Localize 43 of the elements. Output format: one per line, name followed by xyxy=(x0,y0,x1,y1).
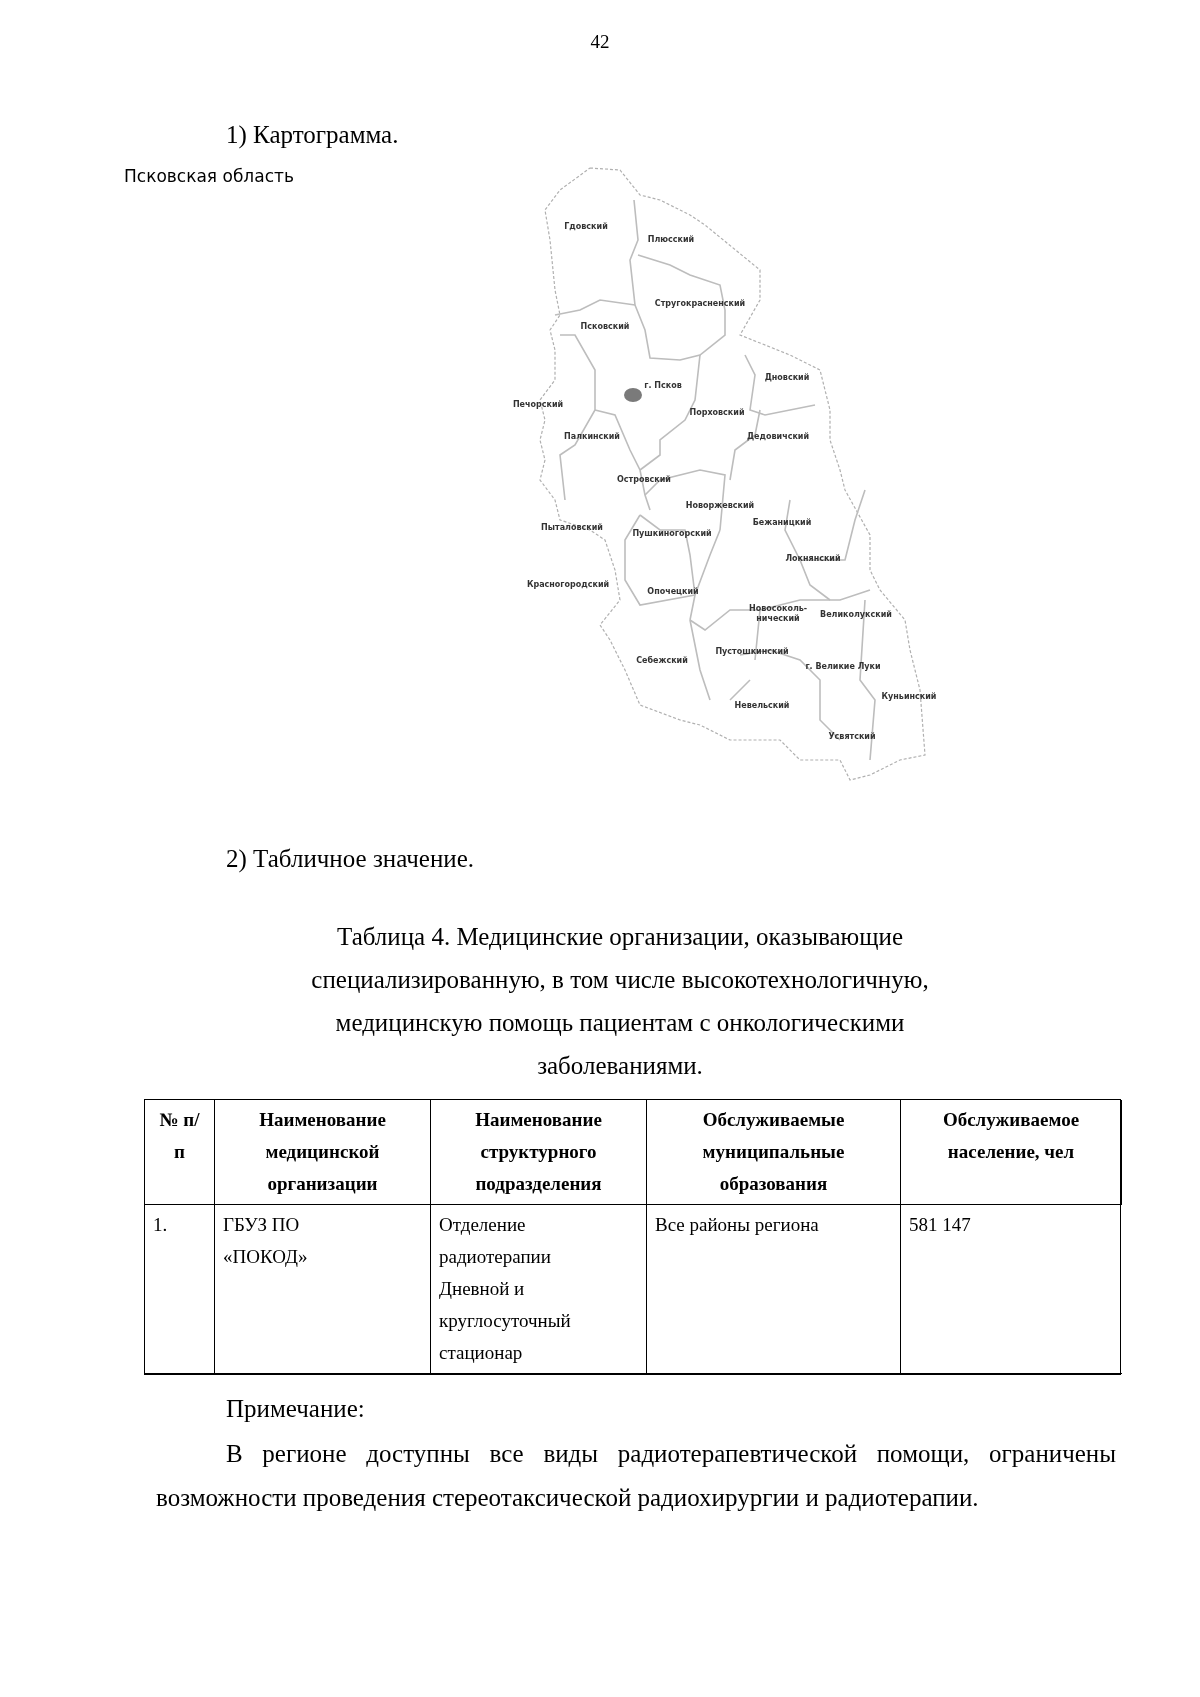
district-label: Себежский xyxy=(636,656,688,666)
district-label: Великолукский xyxy=(820,610,892,620)
district-label: Плюсский xyxy=(647,235,695,245)
district-label: Пушкиногорский xyxy=(632,529,712,539)
district-label: Куньинский xyxy=(881,692,937,702)
district-label: Пустошкинский xyxy=(715,647,789,657)
district-label: Стругокрасненский xyxy=(654,299,746,309)
district-label: г. Великие Луки xyxy=(805,662,881,672)
district-label: Пыталовский xyxy=(541,523,603,533)
section-heading: 1) Картограмма. xyxy=(226,120,399,151)
district-label: Гдовский xyxy=(564,222,608,232)
district-label: Невельский xyxy=(734,701,790,711)
column-header: Обслуживаемое население, чел xyxy=(941,1108,1081,1164)
table-cell-text: 581 147 xyxy=(909,1213,972,1237)
column-header: Наименование структурного подразделения xyxy=(474,1108,603,1196)
district-label: Усвятский xyxy=(828,732,876,742)
district-label: Печорский xyxy=(512,400,564,410)
district-label: Дновский xyxy=(764,373,810,383)
district-label: Порховский xyxy=(689,408,745,418)
table-cell-text: Все районы региона xyxy=(655,1213,820,1237)
table-cell-text: Отделение радиотерапии Дневной и круглосуточный стационар xyxy=(439,1213,572,1365)
district-label: Палкинский xyxy=(564,432,620,442)
column-header: Наименование медицинской организации xyxy=(258,1108,387,1196)
map-title: Псковская область xyxy=(124,165,294,188)
note-heading: Примечание: xyxy=(226,1394,365,1424)
table-cell-text: ГБУЗ ПО «ПОКОД» xyxy=(223,1213,309,1269)
note-paragraph: В регионе доступны все виды радиотерапевтической помощи, ограничены возможности проведения стереотаксической радиохирургии и радиотерапии. xyxy=(156,1439,1116,1513)
district-label: Дедовичский xyxy=(746,432,810,442)
district-label: Новосоколь- нический xyxy=(749,604,807,624)
district-label: Бежаницкий xyxy=(752,518,812,528)
page-number: 42 xyxy=(590,31,610,52)
district-label: г. Псков xyxy=(644,381,682,391)
district-label: Псковский xyxy=(580,322,630,332)
column-header: № п/ п xyxy=(158,1108,201,1164)
district-label: Островский xyxy=(617,475,671,485)
district-label: Новоржевский xyxy=(685,501,755,511)
table-cell-text: 1. xyxy=(153,1213,169,1237)
table-caption: Таблица 4. Медицинские организации, оказывающие специализированную, в том числе высокотехнологичную, медицинскую помощь пациентам с онкологическими заболеваниями. xyxy=(310,922,930,1081)
column-header: Обслуживаемые муниципальные образования xyxy=(701,1108,846,1196)
district-label: Опочецкий xyxy=(647,587,699,597)
section-heading: 2) Табличное значение. xyxy=(226,844,474,875)
district-label: Красногородский xyxy=(526,580,610,590)
district-label: Локнянский xyxy=(785,554,841,564)
